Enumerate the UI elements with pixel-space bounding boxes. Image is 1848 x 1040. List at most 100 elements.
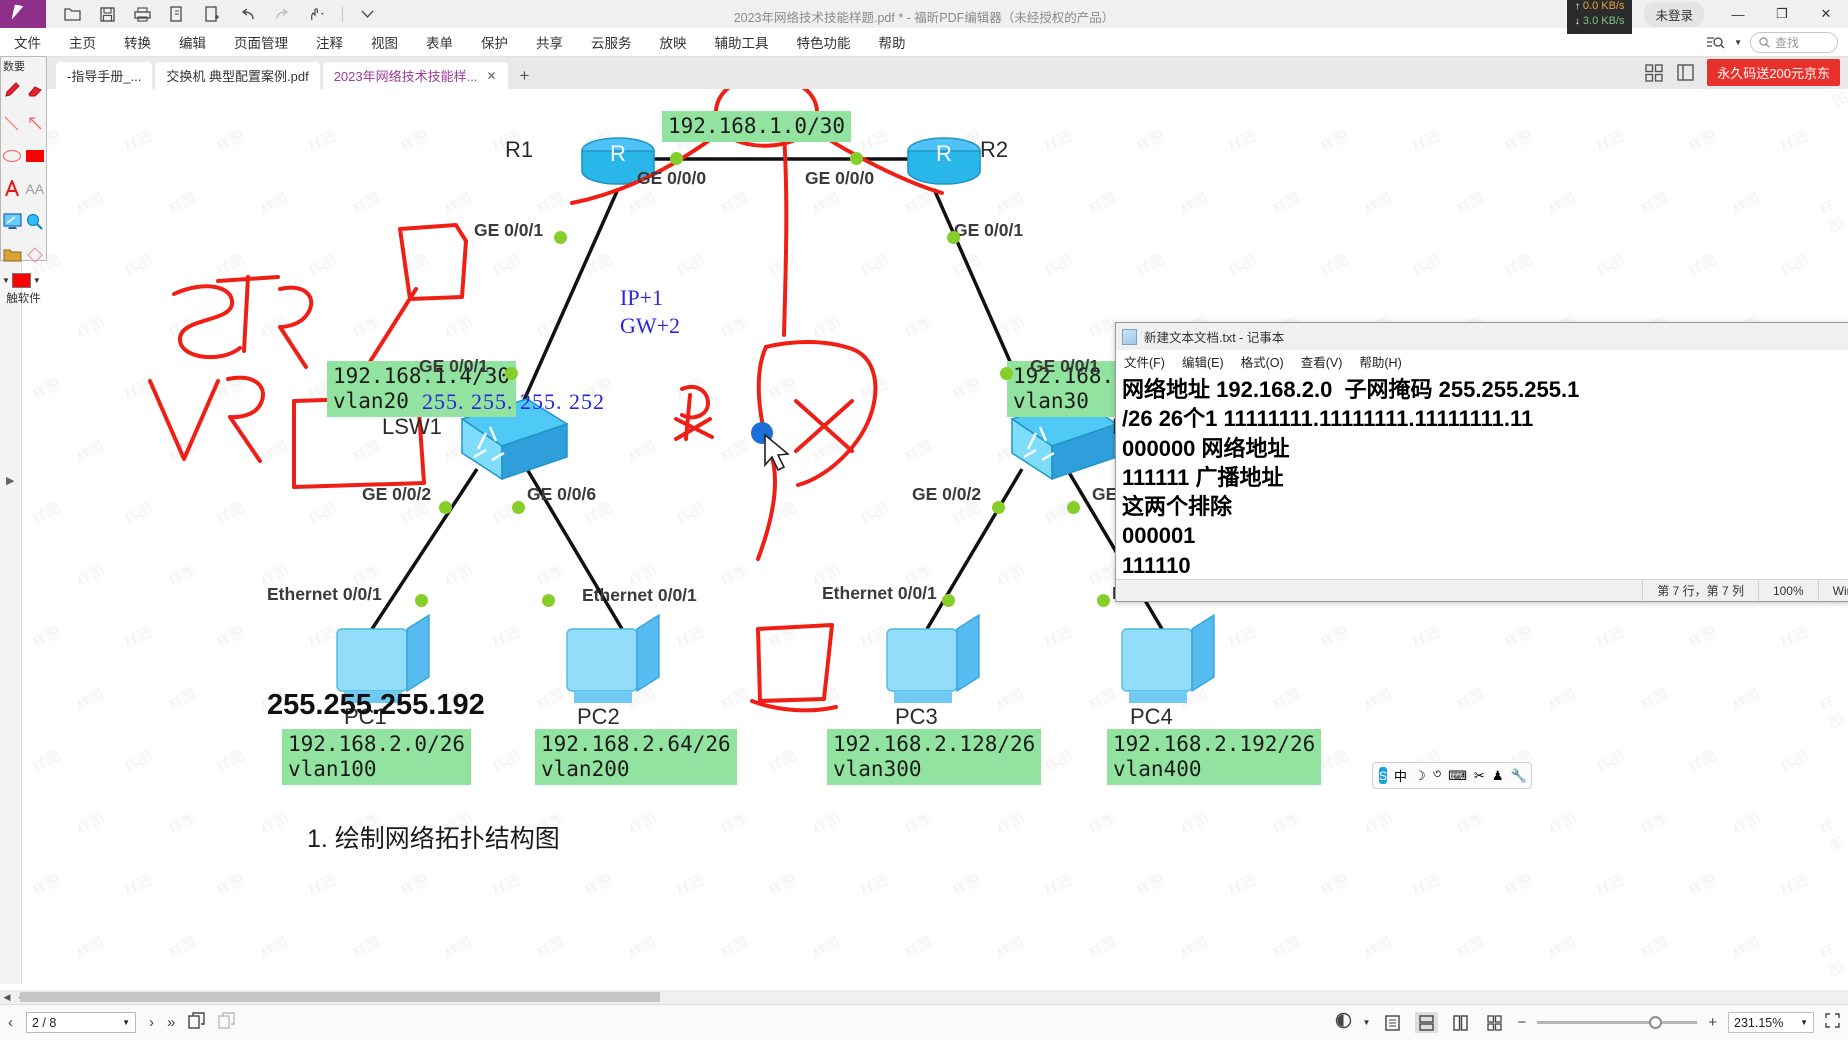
view-settings-icon[interactable]	[1335, 1012, 1352, 1033]
toolbox-icon[interactable]: ✂	[1473, 767, 1485, 783]
keyboard-icon[interactable]: ⌨	[1448, 767, 1467, 783]
tab-network-sample[interactable]: 2023年网络技术技能样... ✕	[322, 62, 508, 89]
chevron-down-icon[interactable]: ▼	[122, 1018, 130, 1027]
line-icon[interactable]	[1, 106, 24, 139]
ellipse-icon[interactable]	[1, 139, 24, 172]
notepad-text-area[interactable]: 网络地址 192.168.2.0 子网掩码 255.255.255.1 /26 …	[1122, 377, 1580, 574]
continuous-icon[interactable]	[1415, 1012, 1439, 1033]
grid-view-icon[interactable]	[1643, 62, 1664, 83]
close-button[interactable]: ✕	[1820, 6, 1832, 21]
sogou-icon[interactable]: S	[1379, 767, 1388, 784]
open-icon[interactable]	[62, 4, 83, 25]
chevron-down-icon[interactable]: ▼	[2, 276, 10, 285]
watermark-text: 样图	[994, 810, 1027, 838]
highlighter-icon[interactable]	[24, 73, 47, 106]
horizontal-scrollbar[interactable]: ◀ ◁	[0, 990, 1848, 1004]
prev-page-icon[interactable]: ‹	[8, 1014, 13, 1031]
chevron-down-icon[interactable]: ▼	[1362, 1018, 1371, 1027]
zoom-slider[interactable]	[1537, 1016, 1698, 1029]
chevron-down-icon[interactable]: ▼	[1800, 1018, 1808, 1027]
two-page-cover-icon[interactable]	[1483, 1012, 1506, 1033]
print-icon[interactable]	[132, 4, 153, 25]
chevron-down-icon[interactable]: ▼	[1734, 37, 1742, 47]
menu-item-present[interactable]: 放映	[659, 36, 687, 51]
search-options-icon[interactable]	[1705, 32, 1726, 53]
hand-tool-icon[interactable]	[307, 4, 328, 25]
notepad-menu-help[interactable]: 帮助(H)	[1359, 356, 1402, 370]
new-tab-button[interactable]: +	[519, 65, 530, 85]
single-page-icon[interactable]	[1381, 1012, 1404, 1033]
watermark-text: 样图	[1502, 252, 1535, 280]
menu-item-form[interactable]: 表单	[426, 36, 453, 51]
annotation-mask-192: 255.255.255.192	[267, 689, 485, 721]
add-page-icon[interactable]	[202, 4, 223, 25]
zoom-in-button[interactable]: +	[1708, 1014, 1717, 1031]
pen-icon[interactable]	[1, 73, 24, 106]
color-swatch[interactable]	[11, 273, 31, 288]
menu-item-page-manage[interactable]: 页面管理	[234, 36, 288, 51]
folder-icon[interactable]	[1, 238, 24, 271]
chevron-down-icon[interactable]: ▼	[32, 276, 41, 285]
menu-item-comment[interactable]: 注释	[316, 36, 343, 51]
page-number-input[interactable]: 2 / 8 ▼	[26, 1012, 136, 1033]
menu-item-accessibility[interactable]: 辅助工具	[714, 36, 769, 51]
menu-item-home[interactable]: 主页	[69, 36, 96, 51]
tab-switch-config[interactable]: 交换机 典型配置案例.pdf	[155, 62, 320, 89]
zoom-slider-knob[interactable]	[1649, 1016, 1663, 1029]
last-page-icon[interactable]: »	[167, 1014, 176, 1031]
save-icon[interactable]	[97, 4, 118, 25]
restore-button[interactable]: ❐	[1776, 6, 1788, 21]
ime-toolbar[interactable]: S 中 ☽ ৩ ⌨ ✂ ♟ 🔧	[1372, 762, 1532, 789]
tab-manual[interactable]: -指导手册_...	[56, 62, 153, 89]
skin-icon[interactable]: ♟	[1491, 767, 1504, 783]
tab-label: 2023年网络技术技能样...	[333, 69, 478, 84]
notepad-menu-file[interactable]: 文件(F)	[1124, 356, 1165, 370]
undo-icon[interactable]	[237, 4, 258, 25]
panel-toggle-icon[interactable]	[1675, 62, 1696, 83]
magnifier-icon[interactable]	[24, 205, 47, 238]
menu-item-view[interactable]: 视图	[371, 36, 398, 51]
menu-item-file[interactable]: 文件	[14, 36, 41, 51]
text-a-icon[interactable]	[1, 172, 24, 205]
login-status-badge[interactable]: 未登录	[1644, 1, 1704, 27]
menu-item-share[interactable]: 共享	[536, 36, 563, 51]
watermark-text: 样图	[674, 872, 707, 900]
fullscreen-icon[interactable]	[1825, 1013, 1840, 1032]
notepad-menu-format[interactable]: 格式(O)	[1240, 356, 1284, 370]
zoom-level-input[interactable]: 231.15% ▼	[1728, 1012, 1814, 1033]
rotate-view-icon[interactable]	[188, 1012, 206, 1033]
two-page-icon[interactable]	[1449, 1012, 1472, 1033]
menu-item-help[interactable]: 帮助	[878, 36, 906, 51]
watermark-text: 样图	[1410, 624, 1443, 652]
expand-panel-icon[interactable]: ▶	[6, 475, 15, 487]
close-icon[interactable]: ✕	[486, 68, 497, 83]
arrow-icon[interactable]	[24, 106, 47, 139]
screen-capture-icon[interactable]	[1, 205, 24, 238]
minimize-button[interactable]: —	[1731, 6, 1745, 22]
menu-item-features[interactable]: 特色功能	[796, 36, 851, 51]
menu-item-cloud[interactable]: 云服务	[591, 36, 632, 51]
port-label-pc3-eth: Ethernet 0/0/1	[822, 583, 937, 603]
moon-icon[interactable]: ☽	[1414, 767, 1426, 783]
notepad-zoom: 100%	[1757, 579, 1818, 601]
notepad-menu-edit[interactable]: 编辑(E)	[1181, 356, 1224, 370]
promo-banner[interactable]: 永久码送200元京东	[1707, 59, 1840, 86]
diamond-icon[interactable]	[24, 238, 47, 271]
menu-item-edit[interactable]: 编辑	[179, 36, 206, 51]
menu-item-protect[interactable]: 保护	[481, 36, 508, 51]
copy-page-icon[interactable]	[167, 4, 188, 25]
zoom-out-button[interactable]: −	[1517, 1014, 1527, 1031]
ime-lang-label[interactable]: 中	[1394, 769, 1408, 784]
find-input[interactable]: 查找	[1750, 31, 1838, 53]
notepad-window[interactable]: 新建文本文档.txt - 记事本 文件(F) 编辑(E) 格式(O) 查看(V)…	[1115, 322, 1848, 602]
scroll-left-icon[interactable]: ◀	[3, 991, 11, 1002]
scrollbar-thumb[interactable]	[20, 992, 660, 1002]
notepad-menu-view[interactable]: 查看(V)	[1300, 356, 1343, 370]
rectangle-icon[interactable]	[24, 139, 47, 172]
next-page-icon[interactable]: ›	[149, 1014, 154, 1031]
menu-item-convert[interactable]: 转换	[124, 36, 151, 51]
voice-icon[interactable]: ৩	[1432, 766, 1442, 781]
settings-icon[interactable]: 🔧	[1510, 767, 1527, 783]
watermark-text: 样图	[1817, 817, 1847, 856]
chevron-down-icon[interactable]	[357, 4, 378, 25]
